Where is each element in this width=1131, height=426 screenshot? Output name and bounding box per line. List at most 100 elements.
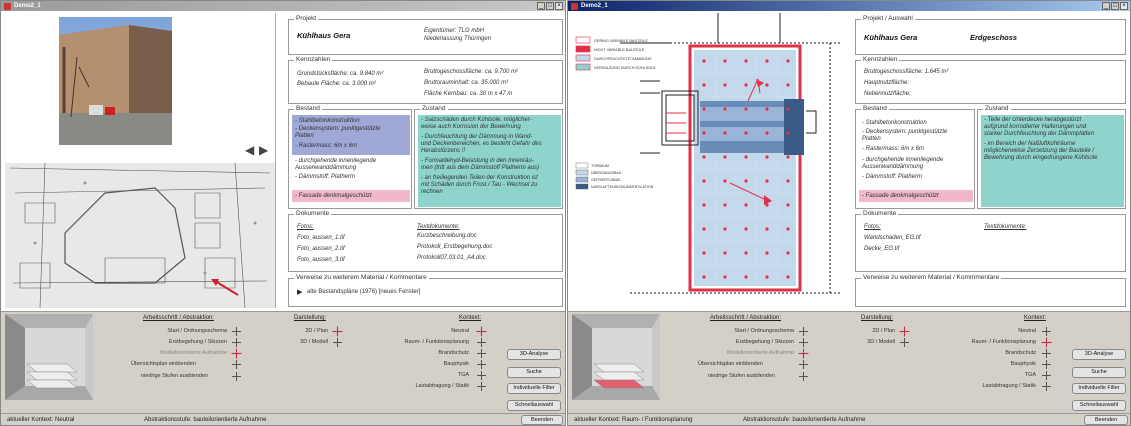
zustand-group: Zustand - Teile der Unterdecke herabgest…: [977, 105, 1126, 209]
column-marker: [723, 83, 727, 87]
column-marker: [702, 59, 706, 63]
3d-model-view[interactable]: [572, 314, 660, 400]
abstraction-toggle[interactable]: [231, 348, 242, 359]
kontext-toggle[interactable]: [477, 360, 486, 369]
kontext-label: Brandschutz: [438, 350, 469, 356]
zustand-item: - Salzschäden durch Kühlsole, möglicher-: [421, 117, 532, 123]
abstraction-header: Arbeitsschritt / Abstraktion:: [143, 315, 215, 321]
foto-link[interactable]: Decke_EG.tif: [864, 246, 900, 252]
abstraction-toggle[interactable]: [798, 348, 809, 359]
uebersicht-toggle[interactable]: [232, 360, 241, 369]
bestand-item: - Dämmstoff: Platherm: [862, 174, 923, 180]
column-marker: [765, 227, 769, 231]
niedrige-toggle[interactable]: [799, 372, 808, 381]
zustand-item: weise auch Korrosion der Bewehrung: [421, 124, 521, 130]
zustand-item: und Deckenbereichen, es besteht Gefahr d…: [421, 141, 542, 147]
close-button[interactable]: ×: [555, 2, 563, 10]
column-marker: [786, 275, 790, 279]
zustand-item: Herabstürzens !!: [421, 148, 466, 154]
kennzahl-hnf: Hauptnutzfläche:: [864, 80, 910, 86]
abstraction-toggle[interactable]: [232, 338, 241, 347]
kennzahl-grundstueck: Grundstücksfläche: ca. 9.840 m²: [297, 71, 384, 77]
building-photo[interactable]: [59, 17, 172, 145]
textdokumente-header: Textdokumente:: [417, 224, 460, 230]
niedrige-toggle[interactable]: [232, 372, 241, 381]
foto-link[interactable]: Wandschaden_EG.tif: [864, 235, 921, 241]
abstraction-toggle[interactable]: [799, 327, 808, 336]
kontext-toggle[interactable]: [1041, 337, 1052, 348]
filter-button[interactable]: Individuelle Filter: [1072, 383, 1126, 394]
abstraction-toggle[interactable]: [799, 338, 808, 347]
close-button[interactable]: ×: [1120, 2, 1128, 10]
kontext-toggle[interactable]: [1042, 371, 1051, 380]
column-marker: [744, 227, 748, 231]
textdoc-link[interactable]: Protokoll07.03.01_A4.doc: [417, 255, 486, 261]
zustand-item: möglicherweise Zersetzung der Bauteile /: [984, 148, 1095, 154]
kontext-toggle[interactable]: [1042, 327, 1051, 336]
kontext-toggle[interactable]: [477, 371, 486, 380]
schnellauswahl-button[interactable]: Schnellauswahl: [1072, 400, 1126, 411]
foto-link[interactable]: Foto_aussen_1.tif: [297, 235, 345, 241]
kontext-toggle[interactable]: [1042, 349, 1051, 358]
textdoc-link[interactable]: Kurzbeschreibung.doc: [417, 233, 477, 239]
suche-button[interactable]: Suche: [1072, 367, 1126, 378]
prev-arrow-icon[interactable]: ◀: [245, 143, 255, 157]
beenden-button[interactable]: Beenden: [521, 415, 563, 425]
status-bar: aktueller Kontext: Neutral Abstraktionss…: [1, 413, 565, 425]
site-plan-image[interactable]: [5, 163, 275, 308]
zustand-item: men (tritt aus dem Dämmstoff Platherm au…: [421, 165, 540, 171]
title-bar: Demo2_1 _ □ ×: [1, 1, 565, 11]
column-marker: [765, 107, 769, 111]
bestand-item: - Stahlbetonkonstruktion: [295, 118, 360, 124]
kontext-toggle[interactable]: [476, 326, 487, 337]
foto-link[interactable]: Foto_aussen_3.tif: [297, 257, 345, 263]
plan-2d-toggle[interactable]: [332, 326, 343, 337]
beenden-button[interactable]: Beenden: [1084, 415, 1128, 425]
kontext-label: Lastabtragung / Statik: [982, 383, 1036, 389]
column-marker: [744, 83, 748, 87]
3d-analyse-button[interactable]: 3D-Analyse: [507, 349, 561, 360]
model-3d-toggle[interactable]: [333, 338, 342, 347]
next-arrow-icon[interactable]: ▶: [259, 143, 269, 157]
model-3d-toggle[interactable]: [900, 338, 909, 347]
foto-link[interactable]: Foto_aussen_2.tif: [297, 246, 345, 252]
minimize-button[interactable]: _: [537, 2, 545, 10]
column-marker: [702, 83, 706, 87]
bestand-item: - Deckensystem: punktgestützte: [295, 126, 381, 132]
abstraction-header: Arbeitsschritt / Abstraktion:: [710, 315, 782, 321]
kontext-toggle[interactable]: [477, 349, 486, 358]
textdoc-link[interactable]: Protokoll_Erstbegehung.doc: [417, 244, 493, 250]
3d-analyse-button[interactable]: 3D-Analyse: [1072, 349, 1126, 360]
column-marker: [786, 155, 790, 159]
suche-button[interactable]: Suche: [507, 367, 561, 378]
dokumente-legend: Dokumente: [861, 210, 899, 218]
3d-model-view[interactable]: [5, 314, 93, 400]
plan-2d-toggle[interactable]: [899, 326, 910, 337]
maximize-button[interactable]: □: [1111, 2, 1119, 10]
kontext-toggle[interactable]: [1042, 360, 1051, 369]
kontext-toggle[interactable]: [1042, 382, 1051, 391]
schnellauswahl-button[interactable]: Schnellauswahl: [507, 400, 561, 411]
window-neutral: Demo2_1 _ □ × ◀ ▶: [0, 0, 566, 426]
darstellung-header: Darstellung:: [861, 315, 894, 321]
bestand-denkmal: - Fassade denkmalgeschützt: [295, 193, 372, 199]
minimize-button[interactable]: _: [1102, 2, 1110, 10]
projekt-legend: Projekt: [294, 15, 319, 23]
verweis-link[interactable]: alte Bestandspläne (1976) [neues Fenster…: [307, 289, 421, 295]
plan-legend-swatch: [575, 45, 591, 53]
column-marker: [723, 251, 727, 255]
bestand-item: - Rastermass: 6m x 6m: [295, 143, 358, 149]
column-marker: [765, 131, 769, 135]
uebersicht-toggle[interactable]: [799, 360, 808, 369]
column-marker: [702, 131, 706, 135]
maximize-button[interactable]: □: [546, 2, 554, 10]
image-pane: ◀ ▶: [3, 13, 276, 308]
projekt-group: Projekt Kühlhaus Gera Eigentümer: TLG mb…: [288, 15, 563, 55]
abstraction-toggle[interactable]: [232, 327, 241, 336]
bestand-item: - Rastermass: 6m x 6m: [862, 146, 925, 152]
kontext-toggle[interactable]: [477, 382, 486, 391]
kontext-toggle[interactable]: [477, 338, 486, 347]
filter-button[interactable]: Individuelle Filter: [507, 383, 561, 394]
column-marker: [786, 227, 790, 231]
